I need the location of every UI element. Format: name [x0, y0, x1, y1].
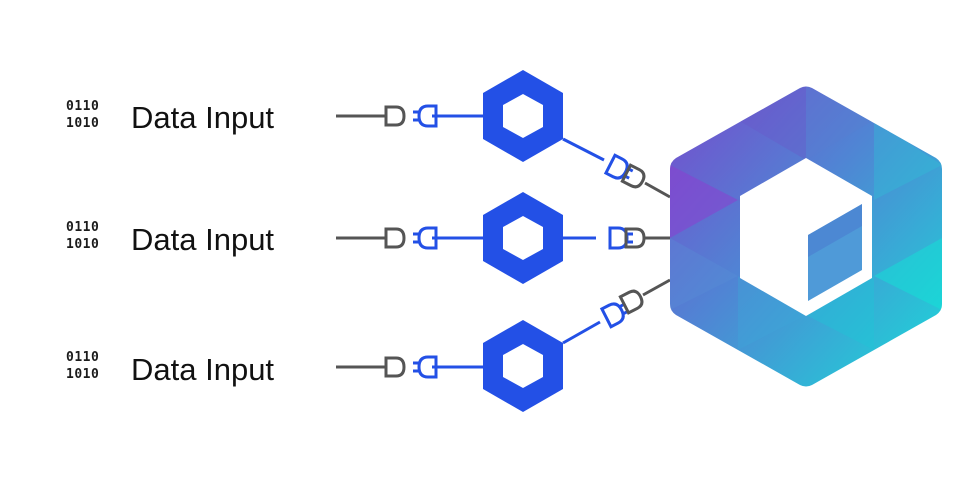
svg-text:1010: 1010: [66, 367, 99, 382]
binary-data-icon: 0110 1010: [66, 220, 99, 252]
hexagon-node-icon: [483, 70, 563, 162]
plug-socket-icon: [384, 105, 406, 127]
plug-socket-icon: [618, 287, 647, 315]
svg-text:0110: 0110: [66, 99, 99, 114]
data-input-label: Data Input: [131, 222, 274, 257]
svg-text:1010: 1010: [66, 237, 99, 252]
data-input-label: Data Input: [131, 100, 274, 135]
data-input-row: 0110 1010 Data Input: [66, 278, 671, 412]
binary-data-icon: 0110 1010: [66, 99, 99, 131]
svg-text:1010: 1010: [66, 116, 99, 131]
hexagon-node-icon: [483, 320, 563, 412]
svg-text:0110: 0110: [66, 350, 99, 365]
plug-connector-icon: [608, 226, 635, 250]
data-input-row: 0110 1010 Data Input: [66, 70, 671, 199]
plug-socket-icon: [384, 356, 406, 378]
data-input-label: Data Input: [131, 352, 274, 387]
binary-data-icon: 0110 1010: [66, 350, 99, 382]
data-input-row: 0110 1010 Data Input: [66, 192, 670, 284]
plug-socket-icon: [384, 227, 406, 249]
hexagon-hub-logo: [670, 86, 942, 387]
hexagon-node-icon: [483, 192, 563, 284]
svg-text:0110: 0110: [66, 220, 99, 235]
plug-socket-icon: [624, 227, 646, 249]
plug-connector-icon: [604, 153, 637, 186]
